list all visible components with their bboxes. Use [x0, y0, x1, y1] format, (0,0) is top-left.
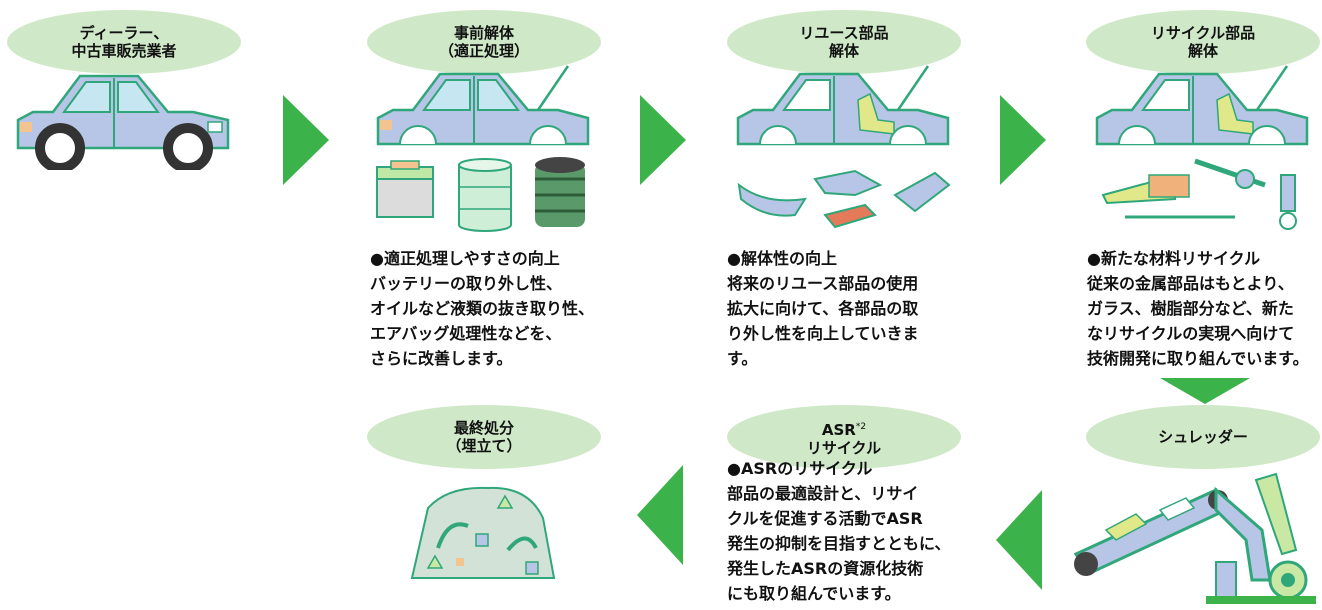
stage-shredder-title-text: シュレッダー [1158, 428, 1248, 446]
stage-asr-footnote-mark: *2 [855, 421, 867, 432]
stage-recycle-parts-title-text: リサイクル部品 解体 [1150, 24, 1256, 60]
stage-dealer-title-text: ディーラー、 中古車販売業者 [71, 24, 177, 60]
stage-dealer-title: ディーラー、 中古車販売業者 [7, 10, 241, 74]
desc-line: 拡大に向けて、各部品の取 [727, 299, 919, 318]
stage-landfill-title-text: 最終処分 （埋立て） [446, 419, 522, 455]
arrow-left-1 [637, 465, 683, 565]
stage-landfill-title: 最終処分 （埋立て） [367, 405, 601, 469]
recycle-parts-illustration [1101, 158, 1297, 230]
dealer-car-illustration [16, 74, 230, 170]
desc-line: クルを促進する活動でASR [727, 509, 923, 528]
desc-line: 部品の最適設計と、リサイ [727, 484, 919, 503]
desc-line: バッテリーの取り外し性、 [370, 274, 563, 293]
desc-line: オイルなど液類の抜き取り性、 [370, 299, 595, 318]
shredder-illustration [1073, 472, 1316, 604]
desc-line: 従来の金属部品はもとより、 [1087, 274, 1294, 293]
desc-line: 技術開発に取り組んでいます。 [1087, 349, 1309, 368]
stage-reuse-title-text: リユース部品 解体 [799, 24, 889, 60]
desc-line: ●適正処理しやすさの向上 [370, 249, 560, 268]
desc-line: ●解体性の向上 [727, 249, 837, 268]
recycle-car-illustration [1095, 65, 1309, 146]
desc-line: 発生の抑制を目指すとともに、 [727, 534, 951, 553]
stage-reuse-description: ●解体性の向上 将来のリユース部品の使用 拡大に向けて、各部品の取 り外し性を向… [727, 246, 919, 371]
stage-pre-dismantle-description: ●適正処理しやすさの向上 バッテリーの取り外し性、 オイルなど液類の抜き取り性、… [370, 246, 594, 371]
arrow-down [1160, 378, 1250, 404]
stage-asr-description: ●ASRのリサイクル 部品の最適設計と、リサイ クルを促進する活動でASR 発生… [727, 456, 951, 606]
arrow-left-2 [996, 490, 1042, 590]
stage-shredder-title: シュレッダー [1086, 405, 1320, 469]
reuse-parts-illustration [737, 169, 951, 229]
desc-line: ●ASRのリサイクル [727, 459, 873, 478]
stage-asr-title-wrap: ASR*2 リサイクル [807, 400, 881, 475]
reuse-car-illustration [736, 65, 950, 146]
desc-line: ガラス、樹脂部分など、新た [1087, 299, 1294, 318]
desc-line: 将来のリユース部品の使用 [727, 274, 919, 293]
landfill-illustration [410, 486, 556, 579]
stage-asr-title-sub: リサイクル [806, 438, 882, 457]
desc-line: さらに改善します。 [370, 349, 513, 368]
desc-line: ●新たな材料リサイクル [1087, 249, 1261, 268]
stage-asr-title: ASR*2 リサイクル [727, 405, 961, 469]
desc-line: エアバッグ処理性などを、 [370, 324, 562, 343]
pre-dismantle-car-illustration [376, 65, 590, 146]
stage-pre-dismantle-title: 事前解体 （適正処理） [367, 10, 601, 74]
stage-recycle-parts-title: リサイクル部品 解体 [1086, 10, 1320, 74]
desc-line: なリサイクルの実現へ向けて [1087, 324, 1295, 343]
desc-line: り外し性を向上していきま [727, 324, 919, 343]
stage-reuse-title: リユース部品 解体 [727, 10, 961, 74]
desc-line: 発生したASRの資源化技術 [727, 559, 924, 578]
desc-line: にも取り組んでいます。 [727, 584, 901, 603]
arrow-right-3 [1000, 95, 1046, 185]
stage-asr-title-main: ASR [821, 420, 856, 439]
arrow-right-1 [283, 95, 329, 185]
stage-pre-dismantle-title-text: 事前解体 （適正処理） [438, 24, 529, 60]
arrow-right-2 [640, 95, 686, 185]
battery-oil-tires-illustration [376, 157, 585, 232]
desc-line: す。 [727, 349, 758, 368]
stage-recycle-parts-description: ●新たな材料リサイクル 従来の金属部品はもとより、 ガラス、樹脂部分など、新た … [1087, 246, 1309, 371]
